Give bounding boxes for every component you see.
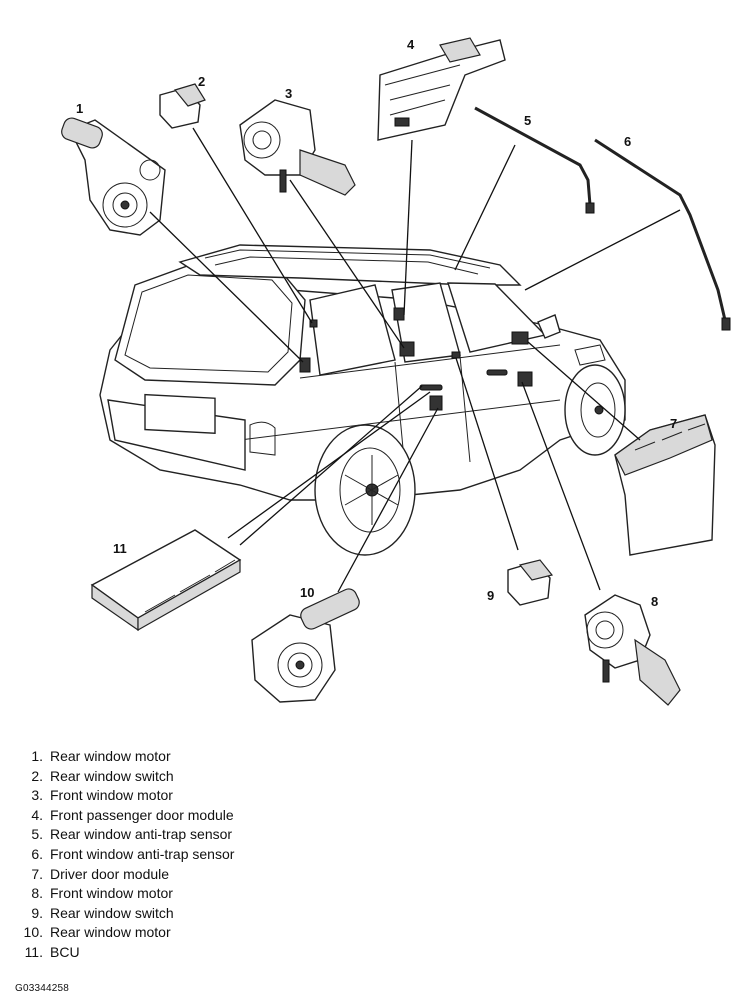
callout-7: 7 xyxy=(670,416,677,431)
legend-item: 7.Driver door module xyxy=(16,865,234,885)
rear-window-switch-9 xyxy=(507,559,554,606)
leader-lines xyxy=(149,127,681,593)
rear-window-motor-10 xyxy=(251,588,360,703)
legend-item: 2.Rear window switch xyxy=(16,767,234,787)
callout-2: 2 xyxy=(198,74,205,89)
rear-window-motor-1 xyxy=(61,117,166,236)
legend-label: Rear window motor xyxy=(50,924,171,941)
legend-label: Front window motor xyxy=(50,787,173,804)
figure-id: G03344258 xyxy=(15,983,70,994)
front-passenger-door-module-4 xyxy=(377,37,506,141)
callout-9: 9 xyxy=(487,588,494,603)
callout-numbers: 1 2 3 4 5 6 7 8 9 10 11 xyxy=(76,37,677,609)
callout-6: 6 xyxy=(624,134,631,149)
legend-item: 11.BCU xyxy=(16,943,234,963)
front-window-anti-trap-sensor-6 xyxy=(594,138,731,331)
vehicle-illustration xyxy=(99,244,626,556)
legend-label: Front window anti-trap sensor xyxy=(50,845,235,862)
legend-label: Front window motor xyxy=(50,885,173,902)
rear-window-anti-trap-sensor-5 xyxy=(474,106,595,214)
legend-item: 1.Rear window motor xyxy=(16,747,234,767)
callout-4: 4 xyxy=(407,37,415,52)
legend-item: 5.Rear window anti-trap sensor xyxy=(16,825,234,845)
callout-1: 1 xyxy=(76,101,83,116)
legend-item: 4.Front passenger door module xyxy=(16,806,234,826)
front-window-motor-8 xyxy=(584,594,681,706)
legend-label: Front passenger door module xyxy=(50,806,234,823)
legend-label: Rear window switch xyxy=(50,904,174,921)
legend-label: Rear window switch xyxy=(50,767,174,784)
legend-label: Rear window motor xyxy=(50,748,171,764)
legend-item: 10.Rear window motor xyxy=(16,923,234,943)
bcu-11 xyxy=(90,529,242,632)
legend-item: 8.Front window motor xyxy=(16,884,234,904)
callout-8: 8 xyxy=(651,594,658,609)
component-legend: 1.Rear window motor 2.Rear window switch… xyxy=(16,747,235,963)
callout-10: 10 xyxy=(300,585,314,600)
front-window-motor-3 xyxy=(239,99,356,196)
legend-label: BCU xyxy=(50,943,80,960)
legend-item: 9.Rear window switch xyxy=(16,904,234,924)
driver-door-module-7 xyxy=(614,414,716,556)
legend-item: 3.Front window motor xyxy=(16,786,234,806)
callout-5: 5 xyxy=(524,113,531,128)
legend-item: 6.Front window anti-trap sensor xyxy=(16,845,234,865)
callout-11: 11 xyxy=(113,541,127,556)
callout-3: 3 xyxy=(285,86,292,101)
component-location-diagram: 1 2 3 4 5 6 7 8 9 10 11 xyxy=(61,37,731,706)
legend-label: Driver door module xyxy=(50,865,170,882)
rear-window-switch-2 xyxy=(159,83,206,129)
legend-label: Rear window anti-trap sensor xyxy=(50,826,233,843)
